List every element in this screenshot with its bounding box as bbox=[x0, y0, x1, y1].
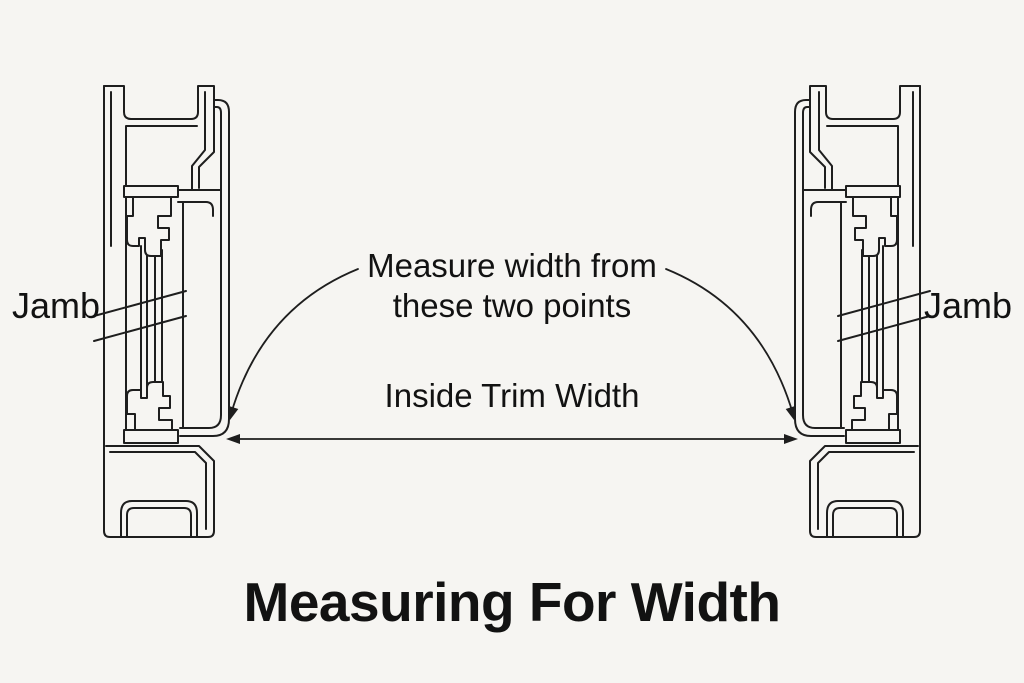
measure-note-line1: Measure width from bbox=[367, 247, 657, 284]
dimension-arrowhead-right bbox=[784, 434, 798, 444]
inside-trim-width-label: Inside Trim Width bbox=[384, 377, 640, 414]
jamb-left-drawing bbox=[93, 85, 230, 538]
break-lines-right bbox=[837, 290, 931, 342]
jamb-right-label: Jamb bbox=[923, 285, 1013, 326]
leader-arrow-left bbox=[229, 268, 359, 420]
dimension-arrowhead-left bbox=[226, 434, 240, 444]
leader-arrow-right bbox=[665, 268, 795, 420]
jamb-left-label: Jamb bbox=[11, 285, 101, 326]
leader-arrowhead-left bbox=[229, 406, 239, 420]
dimension-line bbox=[226, 434, 798, 444]
measure-note-line2: these two points bbox=[392, 287, 632, 324]
diagram-title: Measuring For Width bbox=[243, 571, 781, 633]
break-lines-left bbox=[93, 290, 187, 342]
leader-arrowhead-right bbox=[785, 406, 795, 420]
measure-note: Measure width from these two points bbox=[312, 246, 712, 326]
